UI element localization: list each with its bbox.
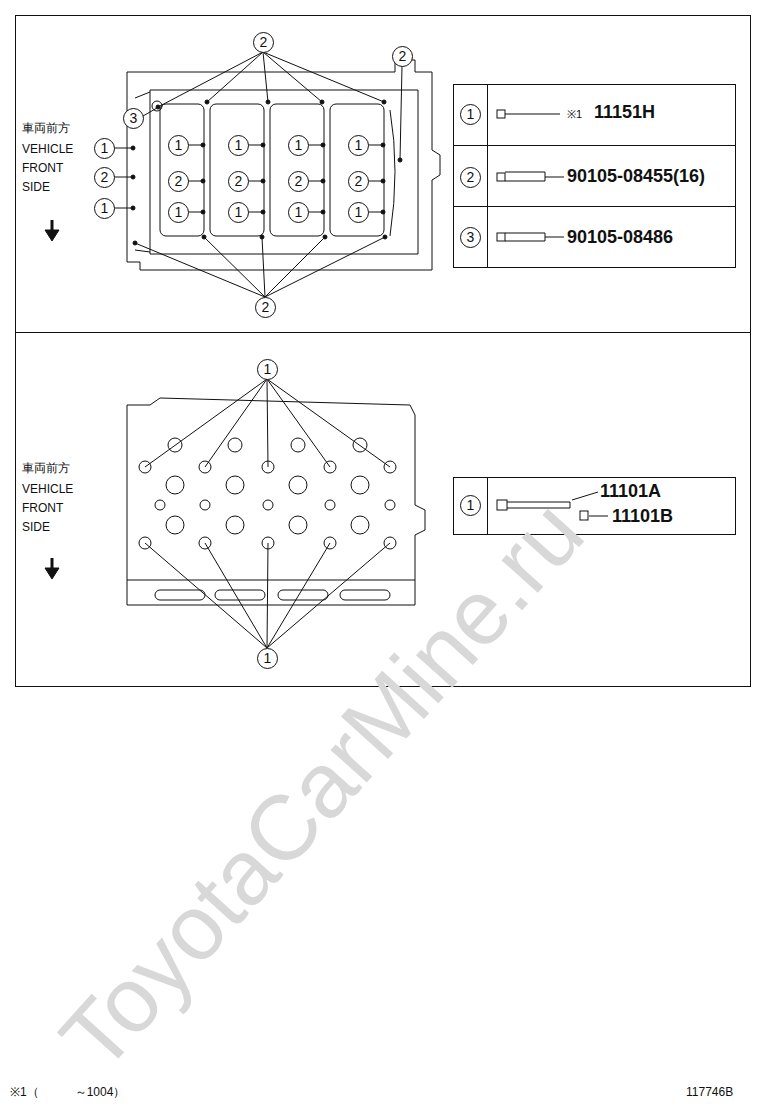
callout-number: 1 — [257, 648, 278, 669]
callout-number: 2 — [255, 297, 276, 318]
callout-number: 1 — [460, 104, 481, 125]
part-number: 90105-08455(16) — [567, 166, 705, 187]
callout-number: 1 — [94, 198, 115, 219]
callout-number: 1 — [348, 202, 369, 223]
part-number: 11101A — [600, 481, 661, 502]
callout-number: 1 — [168, 202, 189, 223]
callout-number: 1 — [94, 138, 115, 159]
callout-number: 2 — [288, 171, 309, 192]
footer-note: ※1（ ～1004） — [10, 1086, 125, 1100]
footer-note: 117746B — [686, 1086, 733, 1100]
callout-number: 2 — [168, 171, 189, 192]
callout-number: 1 — [228, 135, 249, 156]
callout-number: 1 — [348, 135, 369, 156]
callout-number: 1 — [257, 359, 278, 380]
part-number: 11151H — [594, 102, 655, 123]
callout-number: 1 — [168, 135, 189, 156]
callout-number: 2 — [460, 167, 481, 188]
callout-number: 3 — [123, 108, 144, 129]
callout-number: 2 — [228, 171, 249, 192]
watermark: ToyotaCarMine.ru — [40, 480, 604, 1090]
callout-number: 1 — [288, 135, 309, 156]
callout-number: 1 — [228, 202, 249, 223]
part-number: 90105-08486 — [567, 227, 673, 248]
callout-number: 1 — [460, 495, 481, 516]
direction-label: 車両前方 — [22, 122, 70, 136]
direction-label: 車両前方 — [22, 462, 70, 476]
callout-number: 2 — [94, 167, 115, 188]
callout-number: 2 — [348, 171, 369, 192]
direction-label: VEHICLE FRONT SIDE — [22, 140, 84, 197]
callout-number: 2 — [392, 46, 413, 67]
part-number: 11101B — [612, 506, 673, 527]
callout-number: 1 — [288, 202, 309, 223]
callout-number: 2 — [253, 32, 274, 53]
note-mark: ※1 — [567, 108, 582, 121]
callout-number: 3 — [460, 227, 481, 248]
direction-label: VEHICLE FRONT SIDE — [22, 480, 84, 537]
